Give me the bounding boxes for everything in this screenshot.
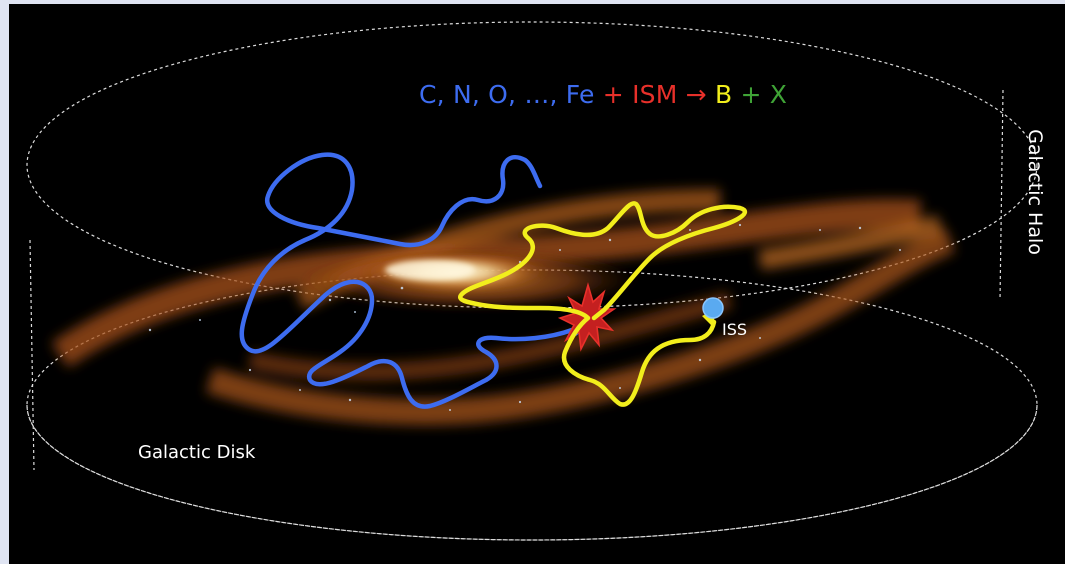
- equation-ism: ISM: [632, 80, 678, 109]
- primary-cosmic-ray-path: [239, 152, 588, 409]
- equation-product-b: B: [714, 80, 733, 109]
- galaxy-disk: [51, 189, 955, 425]
- iss-marker: [702, 297, 724, 319]
- equation-arrow: →: [677, 80, 715, 109]
- window-left-edge: [0, 0, 9, 564]
- galactic-disk-label: Galactic Disk: [138, 442, 256, 463]
- equation-product-x: X: [769, 80, 788, 109]
- galactic-halo-label: Galactic Halo: [1024, 129, 1046, 255]
- galactic-halo-boundary: [26, 21, 1038, 541]
- window-top-edge: [0, 0, 1065, 4]
- equation-reactants: C, N, O, …, Fe: [419, 80, 595, 109]
- galactic-disk-boundary: [26, 404, 1038, 541]
- equation-plus-2: +: [732, 80, 770, 109]
- secondary-cosmic-ray-path: [458, 201, 748, 407]
- equation-plus-1: +: [594, 80, 633, 109]
- reaction-equation: C, N, O, …, Fe + ISM → B + X: [419, 80, 787, 109]
- iss-label: ISS: [722, 320, 748, 339]
